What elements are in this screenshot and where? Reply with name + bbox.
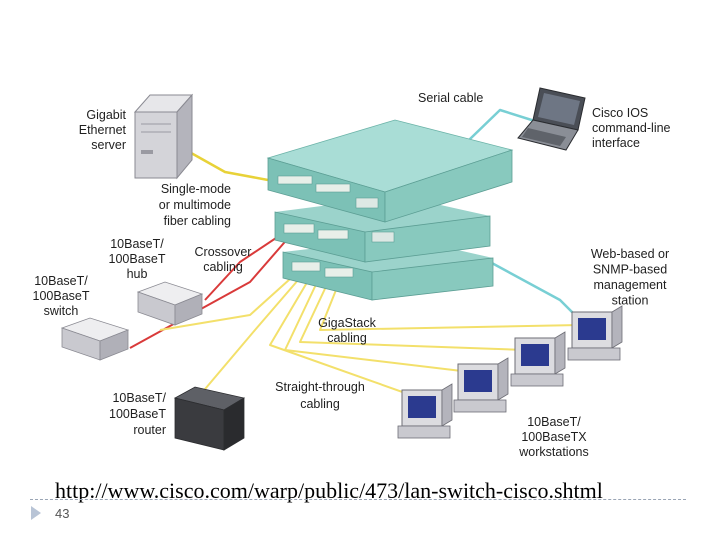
label-line: station: [612, 294, 649, 308]
server-icon: [133, 93, 194, 180]
label-line: interface: [592, 136, 640, 150]
footer-divider: [30, 499, 686, 500]
switch-unit-1: [266, 119, 514, 223]
laptop-icon: [517, 87, 586, 151]
label-line: Ethernet: [79, 123, 127, 137]
label-line: Single-mode: [161, 182, 231, 196]
label-line: 10BaseT/: [110, 237, 164, 251]
label-line: cabling: [327, 331, 367, 345]
label-line: Gigabit: [86, 108, 126, 122]
label-line: Web-based or: [591, 247, 669, 261]
label-line: 100BaseT: [109, 407, 166, 421]
source-url: http://www.cisco.com/warp/public/473/lan…: [55, 478, 603, 503]
straight-cable-2: [199, 271, 306, 396]
page-number: 43: [55, 506, 70, 521]
label-line: hub: [127, 267, 148, 281]
label-line: router: [133, 423, 166, 437]
label-line: Cisco IOS: [592, 106, 648, 120]
label-line: command-line: [592, 121, 671, 135]
label-line: 100BaseT: [33, 289, 90, 303]
hub-icon: [136, 281, 204, 326]
mgmt-cable: [489, 260, 581, 321]
workstation-icon-1: [510, 331, 566, 387]
slide-bullet-icon: [31, 506, 41, 520]
label-line: 10BaseT/: [527, 415, 581, 429]
management-station-icon: [567, 305, 623, 361]
label-line: switch: [44, 304, 79, 318]
router-icon: [173, 386, 246, 451]
label-line: Crossover: [195, 245, 252, 259]
label-line: server: [91, 138, 126, 152]
switch-icon: [60, 317, 130, 361]
label-fiber-cabling: Single-mode or multimode fiber cabling: [159, 182, 231, 228]
label-line: 10BaseT/: [112, 391, 166, 405]
label-line: or multimode: [159, 198, 231, 212]
label-line: 100BaseTX: [521, 430, 587, 444]
label-line: Straight-through: [275, 380, 365, 394]
workstation-icon-3: [397, 383, 453, 439]
label-line: Serial cable: [418, 91, 483, 105]
straight-cable-4: [284, 275, 471, 373]
label-line: workstations: [518, 445, 588, 459]
label-straight-through-cabling: Straight-through cabling: [275, 380, 365, 411]
label-line: 100BaseT: [109, 252, 166, 266]
straight-cable-1: [159, 269, 301, 331]
label-serial-cable: Serial cable: [418, 91, 483, 105]
label-line: GigaStack: [318, 316, 376, 330]
switch-stack: [266, 119, 514, 301]
crossover-cable-hub: [204, 231, 286, 301]
workstations: [397, 305, 623, 439]
workstation-icon-2: [453, 357, 509, 413]
straight-cable-6: [319, 279, 581, 331]
label-line: cabling: [203, 260, 243, 274]
straight-cable-5: [299, 277, 526, 351]
label-router: 10BaseT/100BaseT router: [109, 391, 166, 437]
label-line: fiber cabling: [164, 214, 231, 228]
label-line: SNMP-based: [593, 263, 667, 277]
crossover-cable-switch: [129, 235, 291, 349]
straight-cable-3: [269, 273, 426, 401]
label-line: management: [594, 278, 667, 292]
label-line: cabling: [300, 397, 340, 411]
label-line: 10BaseT/: [34, 274, 88, 288]
